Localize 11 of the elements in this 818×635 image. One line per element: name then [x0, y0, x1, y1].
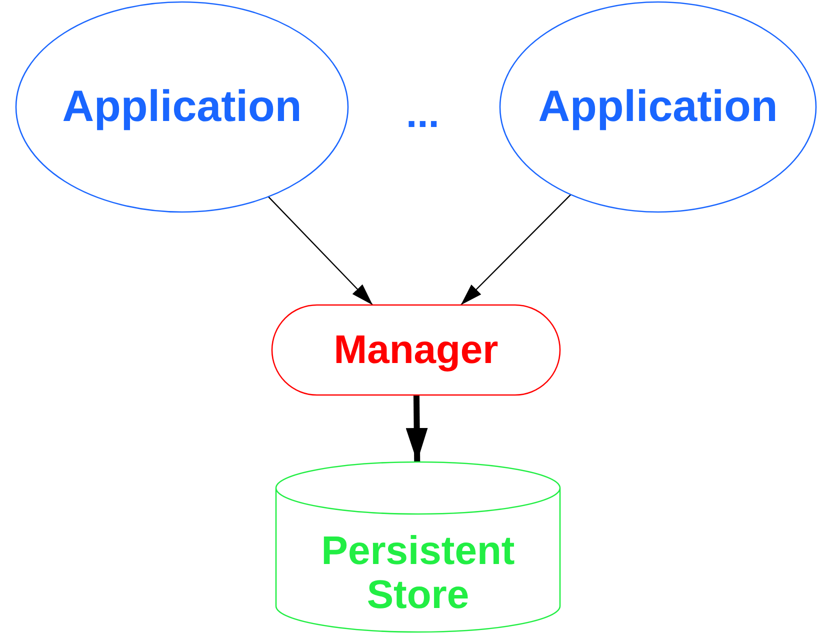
- application-ellipse: [500, 2, 816, 212]
- ellipsis-label: ...: [406, 92, 440, 137]
- node-label: Application: [62, 82, 302, 132]
- node-label: Manager: [334, 328, 498, 372]
- node-label: Application: [538, 82, 778, 132]
- arrow: [460, 194, 572, 306]
- store-cylinder: [276, 462, 560, 632]
- arrow: [268, 196, 374, 306]
- application-ellipse: [16, 2, 348, 212]
- node-label: Persistent Store: [320, 529, 516, 617]
- arrow: [406, 394, 428, 462]
